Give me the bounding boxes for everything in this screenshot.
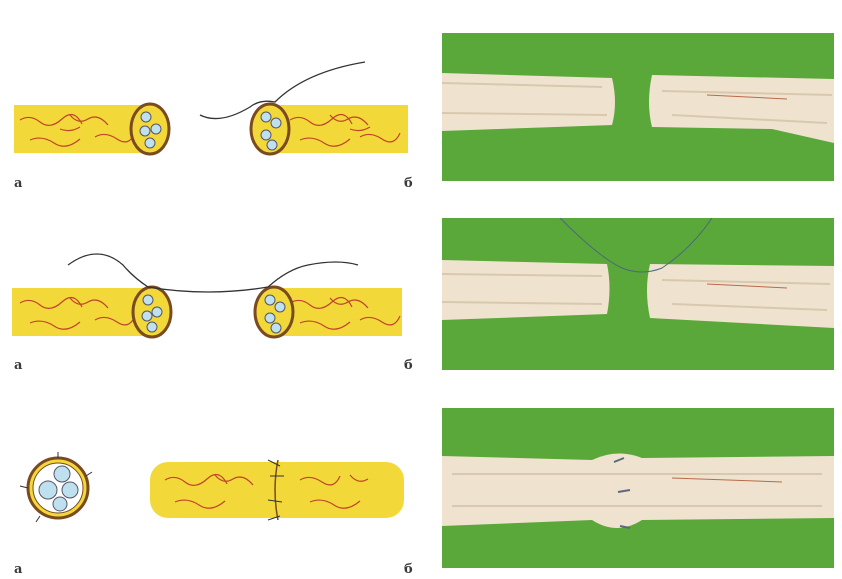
label-a-row-2: а — [14, 358, 22, 373]
diagram-row-2-suture-placed — [0, 240, 420, 350]
label-b-row-3: б — [404, 562, 413, 577]
photo-drawing-row-2 — [442, 218, 834, 370]
suture-thread — [68, 254, 358, 292]
nerve-drawing-row-1 — [0, 45, 420, 170]
right-nerve-stump — [251, 104, 408, 154]
photo-row-3-repaired-nerve — [442, 408, 834, 568]
nerve-cross-section — [20, 452, 92, 522]
nerve-drawing-row-2 — [0, 240, 420, 350]
right-nerve-stump — [255, 287, 402, 337]
label-b-row-1: б — [404, 176, 413, 191]
label-b-row-2: б — [404, 358, 413, 373]
diagram-row-3-repaired-nerve — [0, 440, 420, 540]
photo-drawing-row-3 — [442, 408, 834, 568]
left-nerve-stump — [12, 287, 171, 337]
left-nerve-stump — [14, 104, 169, 154]
photo-drawing-row-1 — [442, 33, 834, 181]
repaired-nerve-trunk — [150, 460, 404, 520]
photo-row-1-transected-nerve — [442, 33, 834, 181]
label-a-row-3: а — [14, 562, 22, 577]
nerve-drawing-row-3 — [0, 440, 420, 540]
label-a-row-1: а — [14, 176, 22, 191]
diagram-row-1-transected-nerve — [0, 45, 420, 170]
photo-row-2-suture-placed — [442, 218, 834, 370]
